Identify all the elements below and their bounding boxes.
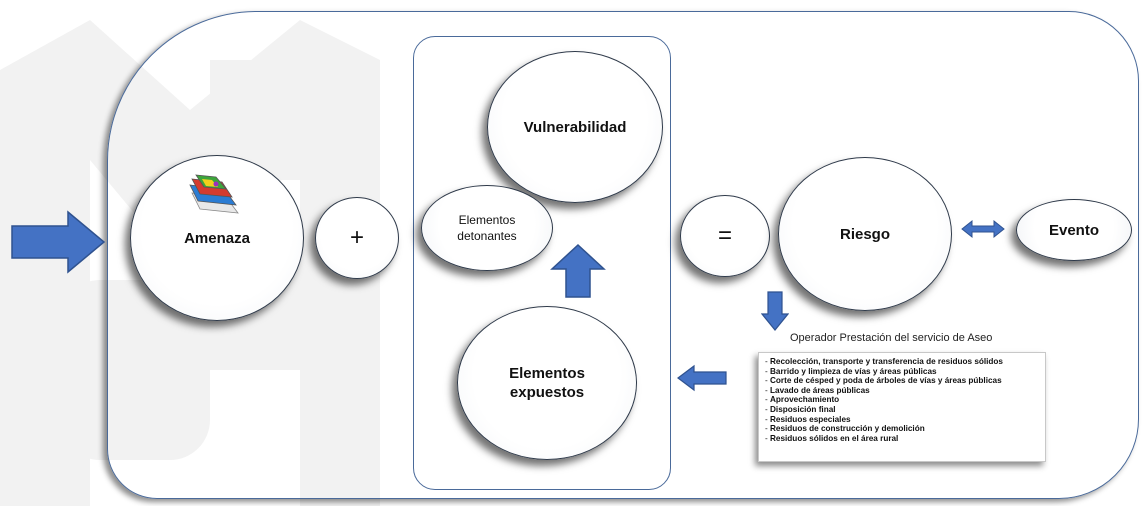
- services-list-box: - Recolección, transporte y transferenci…: [758, 352, 1046, 462]
- service-text: Recolección, transporte y transferencia …: [770, 357, 1003, 366]
- service-text: Disposición final: [770, 404, 836, 414]
- riesgo-node: Riesgo: [778, 157, 952, 311]
- amenaza-label: Amenaza: [184, 229, 250, 247]
- service-bullet: -: [765, 385, 771, 395]
- service-item: - Barrido y limpieza de vías y áreas púb…: [765, 367, 1039, 377]
- service-bullet: -: [765, 424, 771, 434]
- service-item: - Corte de césped y poda de árboles de v…: [765, 376, 1039, 386]
- equals-node: =: [680, 195, 770, 277]
- service-item: - Residuos de construcción y demolición: [765, 424, 1039, 434]
- service-item: - Residuos especiales: [765, 415, 1039, 425]
- services-list: - Recolección, transporte y transferenci…: [765, 357, 1039, 443]
- service-text: Residuos de construcción y demolición: [770, 424, 925, 434]
- service-bullet: -: [765, 404, 771, 414]
- service-item: - Disposición final: [765, 405, 1039, 415]
- plus-symbol: +: [349, 224, 364, 251]
- elementos-expuestos-node: Elementos expuestos: [457, 306, 637, 460]
- plus-node: +: [315, 197, 399, 279]
- evento-label: Evento: [1048, 221, 1099, 239]
- service-bullet: -: [765, 395, 771, 405]
- service-text: Lavado de áreas públicas: [770, 385, 870, 395]
- service-text: Residuos especiales: [770, 414, 851, 424]
- service-item: - Residuos sólidos en el área rural: [765, 434, 1039, 444]
- service-bullet: -: [765, 414, 771, 424]
- operator-caption: Operador Prestación del servicio de Aseo: [790, 332, 993, 344]
- service-item: - Aprovechamiento: [765, 395, 1039, 405]
- service-bullet: -: [765, 376, 771, 386]
- service-text: Corte de césped y poda de árboles de vía…: [770, 376, 1002, 386]
- vulnerabilidad-label: Vulnerabilidad: [523, 118, 627, 136]
- riesgo-label: Riesgo: [839, 225, 890, 243]
- elementos-expuestos-label: Elementos expuestos: [509, 365, 585, 401]
- service-bullet: -: [765, 357, 771, 366]
- service-item: - Recolección, transporte y transferenci…: [765, 357, 1039, 367]
- outer-frame: [107, 11, 1139, 499]
- evento-node: Evento: [1016, 199, 1132, 261]
- up-arrow-icon: [550, 243, 606, 298]
- service-bullet: -: [765, 366, 771, 376]
- service-bullet: -: [765, 433, 771, 443]
- vulnerabilidad-node: Vulnerabilidad: [487, 51, 663, 203]
- service-text: Barrido y limpieza de vías y áreas públi…: [770, 366, 937, 376]
- map-layers-icon: [189, 174, 239, 214]
- left-arrow-icon: [677, 364, 727, 392]
- service-item: - Lavado de áreas públicas: [765, 386, 1039, 396]
- down-arrow-icon: [761, 291, 789, 331]
- service-text: Residuos sólidos en el área rural: [770, 433, 899, 443]
- equals-symbol: =: [717, 222, 732, 249]
- elementos-detonantes-node: Elementos detonantes: [421, 185, 553, 271]
- elementos-detonantes-label: Elementos detonantes: [457, 213, 517, 243]
- entry-arrow-icon: [11, 210, 106, 274]
- double-arrow-icon: [961, 219, 1005, 239]
- service-text: Aprovechamiento: [770, 395, 840, 405]
